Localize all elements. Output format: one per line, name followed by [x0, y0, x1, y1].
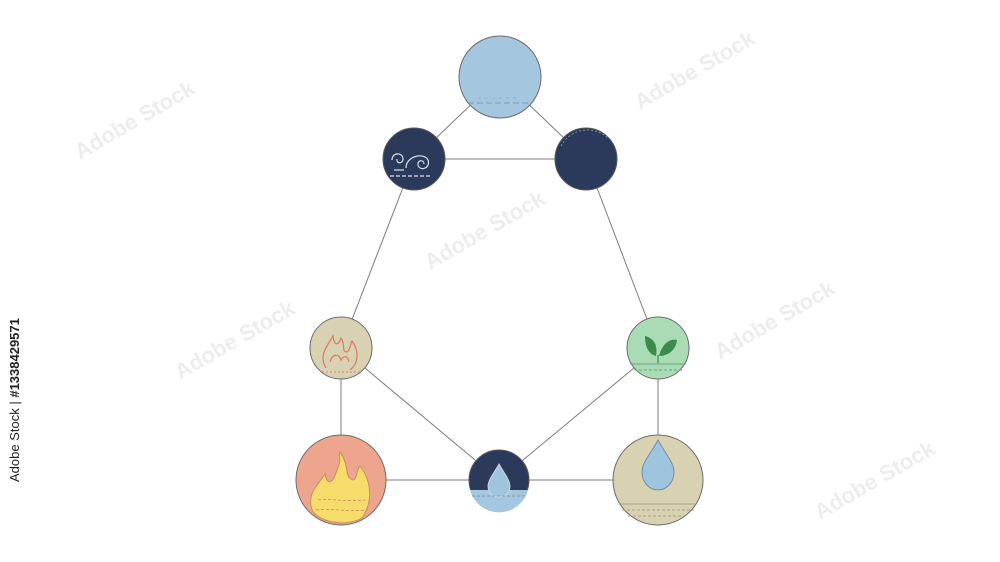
node-water: [468, 449, 530, 513]
edge-plant-water: [498, 347, 659, 481]
svg-text:Adobe Stock: Adobe Stock: [710, 275, 840, 364]
edge-smallfire-water: [340, 347, 500, 481]
edge-air-smallfire: [340, 158, 415, 349]
node-plant: [626, 316, 690, 380]
large-flame-icon: [310, 450, 371, 524]
edge-night-plant: [585, 158, 659, 349]
node-night: [554, 127, 618, 191]
water-drop-sand-icon: [619, 438, 697, 517]
svg-text:Adobe Stock: Adobe Stock: [170, 295, 300, 384]
connector-lines: [340, 76, 659, 481]
node-earth-water: [612, 434, 704, 526]
sky-circle-icon: [468, 97, 530, 104]
svg-text:Adobe Stock: Adobe Stock: [420, 185, 550, 274]
svg-text:Adobe Stock: Adobe Stock: [70, 75, 200, 164]
stock-id: #1338429571: [7, 318, 22, 398]
dark-orb-icon: [560, 129, 609, 147]
svg-text:Adobe Stock: Adobe Stock: [630, 25, 760, 114]
svg-text:Adobe Stock: Adobe Stock: [810, 435, 940, 524]
small-flame-icon: [322, 334, 360, 373]
node-air: [382, 127, 446, 191]
stock-label: Adobe Stock: [7, 408, 22, 482]
node-small-fire: [309, 316, 373, 380]
sprout-icon: [630, 336, 686, 371]
wind-swirl-icon: [390, 153, 432, 177]
water-drop-dark-icon: [472, 463, 526, 498]
node-big-fire: [295, 434, 387, 526]
node-top-sky: [458, 35, 542, 119]
stock-watermark-id: Adobe Stock | #1338429571: [7, 318, 22, 482]
